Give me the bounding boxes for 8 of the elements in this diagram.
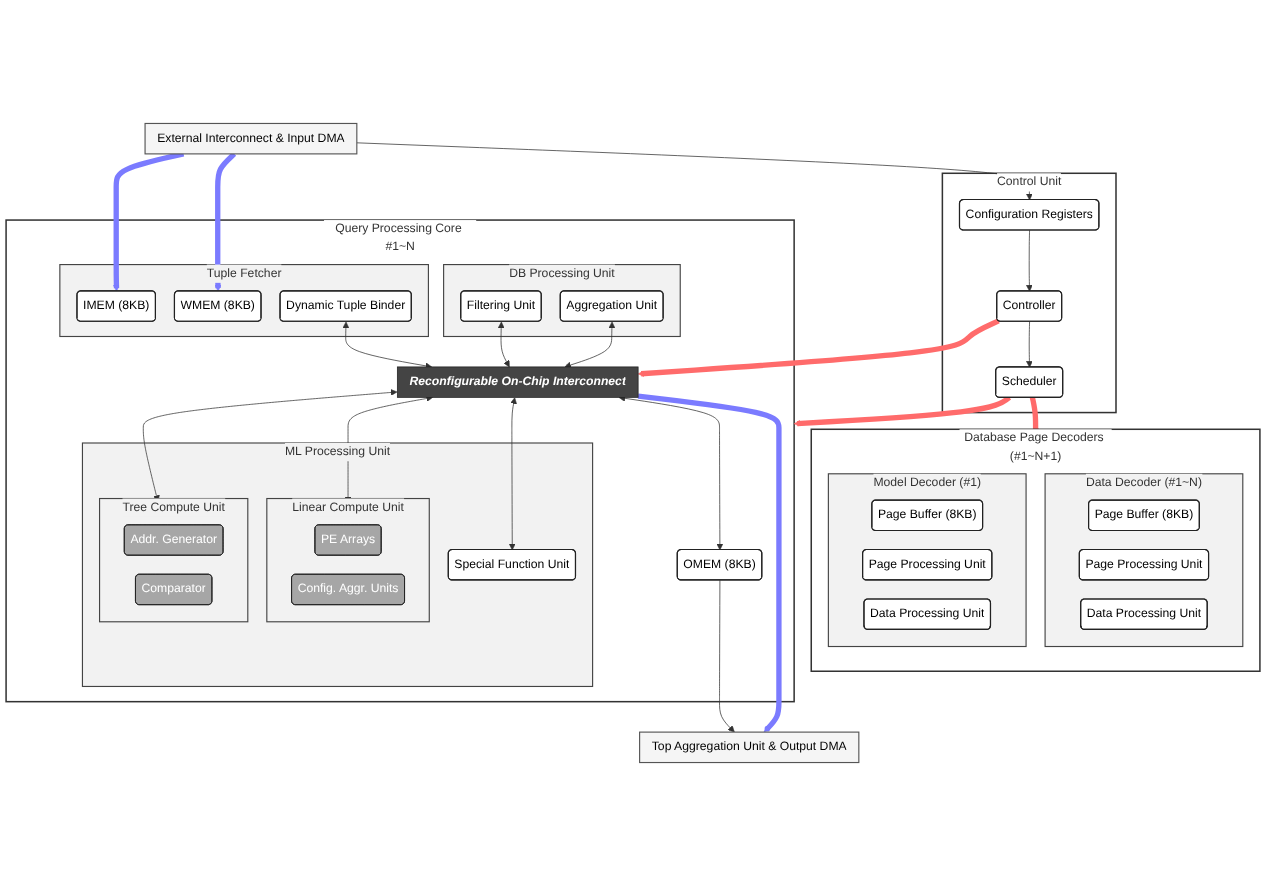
arrow [1029, 396, 1039, 434]
node-box [396, 366, 639, 398]
arrow [214, 151, 237, 292]
node-box [144, 122, 358, 155]
node-box [639, 731, 860, 764]
arrow [793, 395, 1012, 427]
arrow [113, 151, 185, 292]
arrow [637, 318, 1000, 377]
